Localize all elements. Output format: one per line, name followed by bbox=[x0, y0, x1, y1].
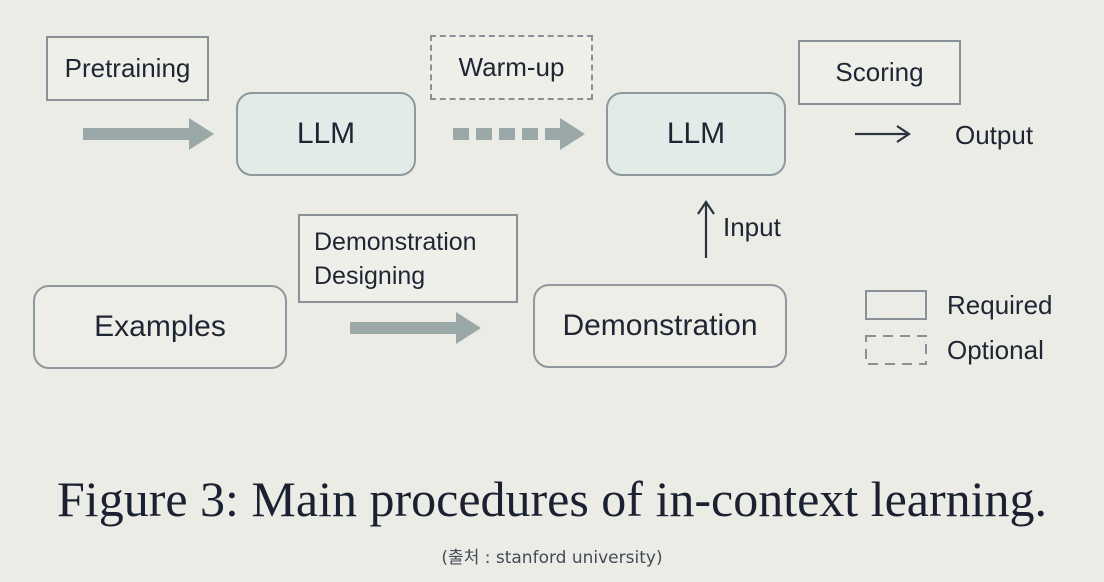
demonstration-designing-line2: Designing bbox=[314, 261, 426, 290]
legend-optional-label: Optional bbox=[947, 335, 1044, 365]
demonstration-node: Demonstration bbox=[533, 284, 787, 368]
warmup-label-box: Warm-up bbox=[430, 35, 593, 100]
demonstration-label: Demonstration bbox=[562, 309, 758, 342]
pretraining-label-box: Pretraining bbox=[46, 36, 209, 101]
output-arrow bbox=[855, 125, 911, 143]
examples-label: Examples bbox=[94, 310, 226, 343]
designing-arrow bbox=[350, 312, 481, 344]
demonstration-designing-box: Demonstration Designing bbox=[298, 214, 518, 303]
llm-right-node: LLM bbox=[606, 92, 786, 176]
legend-optional-swatch bbox=[865, 335, 927, 365]
llm-right-label: LLM bbox=[666, 117, 726, 150]
pretraining-arrow bbox=[83, 118, 214, 150]
llm-left-label: LLM bbox=[296, 117, 356, 150]
scoring-label: Scoring bbox=[835, 57, 924, 87]
source-credit: (출처 : stanford university) bbox=[441, 548, 663, 568]
examples-node: Examples bbox=[33, 285, 287, 369]
scoring-label-box: Scoring bbox=[798, 40, 961, 105]
demonstration-designing-line1: Demonstration bbox=[314, 227, 477, 256]
legend-required-swatch bbox=[865, 290, 927, 320]
warmup-dashed-arrow bbox=[453, 118, 585, 150]
input-label: Input bbox=[723, 212, 781, 242]
pretraining-label: Pretraining bbox=[64, 53, 191, 83]
llm-left-node: LLM bbox=[236, 92, 416, 176]
input-arrow bbox=[697, 200, 715, 258]
warmup-label: Warm-up bbox=[458, 52, 565, 82]
output-label: Output bbox=[955, 120, 1034, 150]
figure-caption: Figure 3: Main procedures of in-context … bbox=[57, 471, 1047, 527]
legend-required-label: Required bbox=[947, 290, 1053, 320]
